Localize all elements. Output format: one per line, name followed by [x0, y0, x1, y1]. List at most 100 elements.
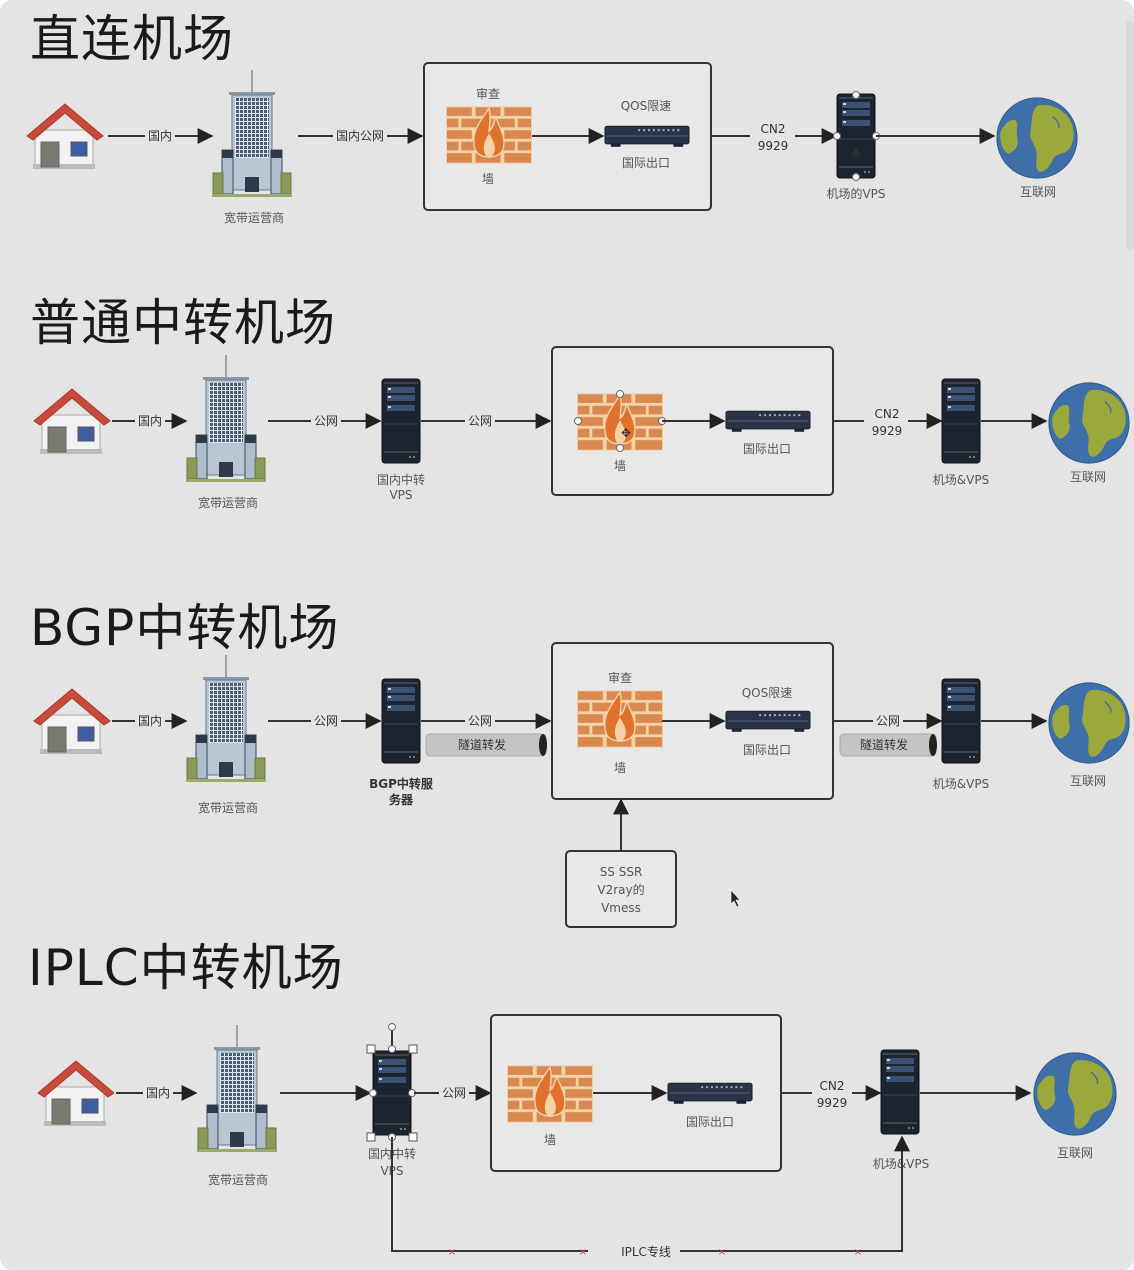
- iplc-waypoint-0[interactable]: ×: [448, 1247, 456, 1258]
- edge-box-vps-label-1: CN2: [875, 407, 900, 421]
- firewall-bottom-label: 墙: [614, 761, 626, 775]
- bgp-relay-label-1: BGP中转服: [369, 776, 434, 791]
- protocol-label-1: SS SSR: [600, 865, 643, 879]
- handle-top[interactable]: [388, 1045, 396, 1053]
- edge-home-isp-label: 国内: [138, 714, 162, 728]
- firewall-top-label: 审查: [608, 670, 632, 685]
- handle-top[interactable]: [852, 91, 860, 99]
- internet-label: 互联网: [1070, 774, 1106, 788]
- tunnel-box-vps-end: [929, 734, 937, 756]
- home-icon: [33, 388, 111, 455]
- isp-building-icon: [212, 70, 292, 198]
- firewall-icon: [507, 1065, 593, 1123]
- handle-tl[interactable]: [366, 1044, 376, 1054]
- isp-label: 宽带运营商: [198, 495, 258, 510]
- isp-building-icon: [197, 1025, 277, 1153]
- vertical-scrollbar[interactable]: [1126, 20, 1134, 250]
- router-top-label: QOS限速: [742, 686, 793, 700]
- handle-bottom[interactable]: [616, 444, 624, 452]
- edge-relay-box-label: 公网: [468, 414, 492, 428]
- bgp-server-icon: [381, 678, 421, 764]
- edge-isp-relay-label: 公网: [314, 714, 338, 728]
- firewall-bottom-label: 墙: [544, 1133, 556, 1147]
- vps-label: 机场&VPS: [933, 473, 989, 487]
- firewall-icon: [577, 393, 663, 451]
- firewall-icon: [577, 690, 663, 748]
- iplc-waypoint-2[interactable]: ×: [718, 1247, 726, 1258]
- move-icon: ✥: [621, 426, 631, 440]
- router-icon: [725, 410, 811, 433]
- relay-server-icon: [372, 1050, 412, 1136]
- vps-server-icon: [941, 378, 981, 464]
- handle-left[interactable]: [369, 1089, 377, 1097]
- relay-server-icon: [381, 378, 421, 464]
- handle-bottom[interactable]: [852, 173, 860, 181]
- edge-home-isp-label: 国内: [146, 1086, 170, 1100]
- router-bottom-label: 国际出口: [686, 1115, 734, 1129]
- handle-br[interactable]: [408, 1132, 418, 1142]
- isp-building-icon: [186, 355, 266, 483]
- router-top-label: QOS限速: [621, 99, 672, 113]
- router-bottom-label: 国际出口: [622, 156, 670, 170]
- vps-server-icon: [880, 1049, 920, 1135]
- isp-label: 宽带运营商: [224, 210, 284, 225]
- iplc-waypoint-1[interactable]: ×: [579, 1247, 587, 1258]
- relay-label-1: 国内中转: [377, 472, 425, 487]
- edge-relay-box-label: 公网: [442, 1086, 466, 1100]
- tunnel-relay-box-label: 隧道转发: [458, 737, 506, 752]
- section-title-iplc: IPLC中转机场: [28, 939, 344, 997]
- isp-building-icon: [186, 655, 266, 783]
- router-icon: [604, 125, 690, 148]
- internet-label: 互联网: [1057, 1146, 1093, 1160]
- bgp-relay-label-2: 务器: [389, 792, 414, 807]
- protocol-label-2: V2ray的: [597, 882, 644, 897]
- router-icon: [725, 710, 811, 733]
- iplc-line-seg1: [391, 1137, 588, 1252]
- globe-icon: [1048, 382, 1130, 464]
- globe-icon: [996, 97, 1078, 179]
- router-bottom-label: 国际出口: [743, 442, 791, 456]
- edge-isp-relay-label: 公网: [314, 414, 338, 428]
- handle-left[interactable]: [833, 132, 841, 140]
- server-icon: [836, 93, 876, 179]
- internet-label: 互联网: [1020, 185, 1056, 199]
- edge-box-vps-label-1: CN2: [820, 1079, 845, 1093]
- tunnel-relay-box-end: [539, 734, 547, 756]
- globe-icon: [1048, 682, 1130, 764]
- home-icon: [37, 1060, 115, 1127]
- vps-label: 机场的VPS: [826, 186, 885, 201]
- rotate-handle[interactable]: [388, 1023, 396, 1031]
- edge-relay-box-label: 公网: [468, 714, 492, 728]
- protocol-label-3: Vmess: [601, 901, 641, 915]
- edge-home-isp-label: 国内: [148, 129, 172, 143]
- firewall-bottom-label: 墙: [614, 459, 626, 473]
- home-icon: [33, 688, 111, 755]
- router-icon: [667, 1082, 753, 1105]
- handle-tr[interactable]: [408, 1044, 418, 1054]
- section-title-relay: 普通中转机场: [30, 294, 336, 352]
- handle-bl[interactable]: [366, 1132, 376, 1142]
- edge-box-vps-label-2: 9929: [817, 1096, 848, 1110]
- firewall-top-label: 审查: [476, 86, 500, 101]
- section-title-direct: 直连机场: [30, 10, 234, 68]
- home-icon: [26, 103, 104, 170]
- iplc-line-label: IPLC专线: [621, 1244, 671, 1259]
- internet-label: 互联网: [1070, 470, 1106, 484]
- edge-box-vps-label-1: CN2: [761, 122, 786, 136]
- tunnel-box-vps-label: 隧道转发: [860, 737, 908, 752]
- edge-box-vps-label: 公网: [876, 714, 900, 728]
- isp-label: 宽带运营商: [198, 800, 258, 815]
- relay-label-2: VPS: [389, 488, 412, 502]
- mouse-cursor-icon: [730, 889, 741, 908]
- firewall-bottom-label: 墙: [482, 172, 494, 186]
- globe-icon: [1033, 1052, 1117, 1136]
- handle-top[interactable]: [616, 390, 624, 398]
- iplc-waypoint-3[interactable]: ×: [854, 1247, 862, 1258]
- vps-server-icon: [941, 678, 981, 764]
- edge-home-isp-label: 国内: [138, 414, 162, 428]
- handle-left[interactable]: [574, 417, 582, 425]
- edge-box-vps-label-2: 9929: [872, 424, 903, 438]
- firewall-icon: [446, 106, 532, 164]
